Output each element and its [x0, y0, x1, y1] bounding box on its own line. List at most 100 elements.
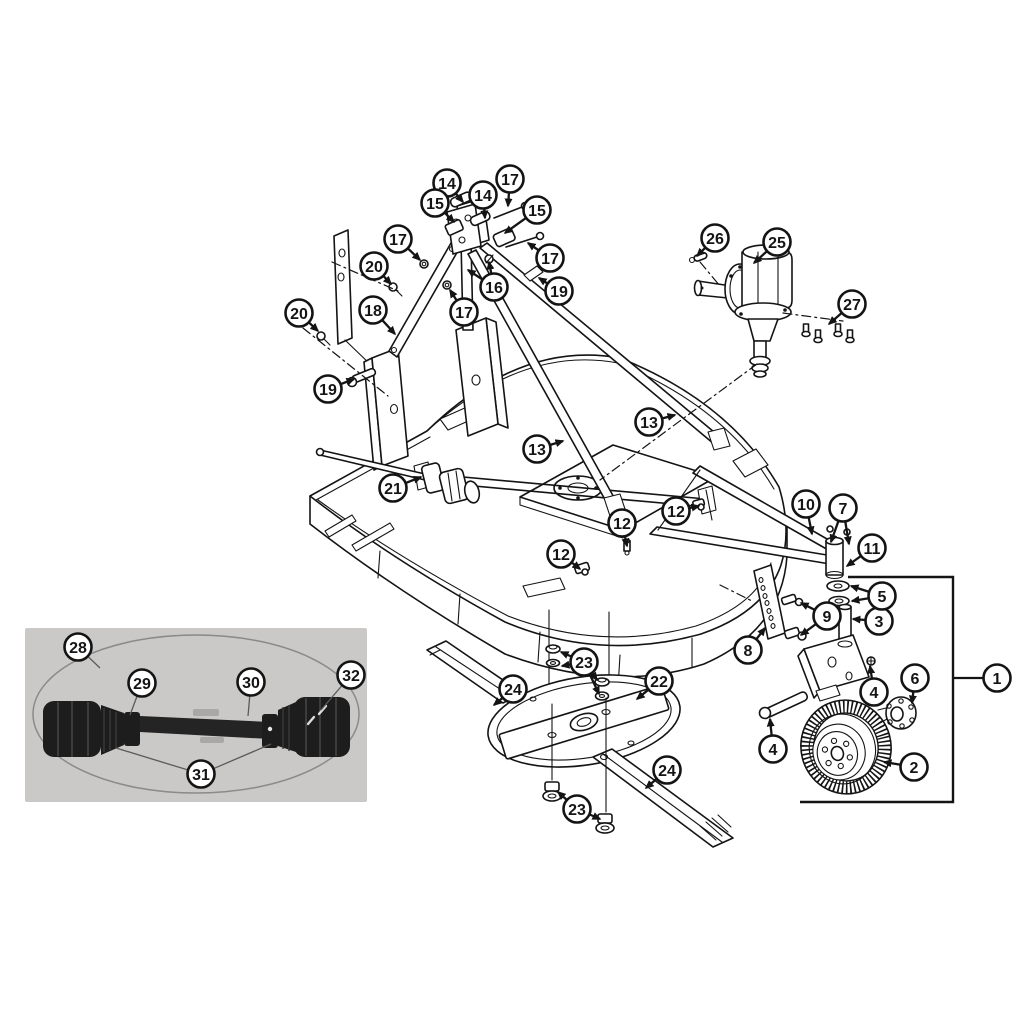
- callout-26-leader: [695, 246, 707, 258]
- callout-12: 12: [661, 496, 701, 526]
- callout-12-circle: [661, 496, 691, 526]
- callout-19: 19: [313, 374, 356, 404]
- callout-13-label: 13: [640, 415, 658, 432]
- callout-20: 20: [359, 251, 393, 286]
- callout-31-circle: [186, 759, 216, 789]
- callout-19-label: 19: [550, 284, 568, 301]
- callout-5: 5: [849, 581, 897, 611]
- callout-4: 4: [859, 664, 889, 707]
- callout-8-circle: [733, 635, 763, 665]
- callout-13-circle: [634, 407, 664, 437]
- callout-9-leader: [799, 601, 816, 611]
- callout-25: 25: [752, 227, 792, 265]
- callout-15-label: 15: [528, 203, 546, 220]
- callout-23-leader: [559, 650, 573, 659]
- gearbox: [599, 244, 855, 481]
- callout-20-leader: [308, 321, 320, 333]
- pto-shaft: [43, 697, 350, 757]
- callout-10-leader: [806, 517, 815, 536]
- callout-14-circle: [468, 180, 498, 210]
- callout-8: 8: [733, 626, 766, 665]
- callout-26-label: 26: [706, 231, 724, 248]
- callout-15-circle: [522, 195, 552, 225]
- callout-4-leader: [867, 664, 876, 679]
- callout-14-label: 14: [438, 176, 456, 193]
- tailwheel-assembly: [649, 465, 917, 795]
- callout-6-circle: [900, 663, 930, 693]
- callout-26-circle: [700, 223, 730, 253]
- callout-19-label: 19: [319, 382, 337, 399]
- callout-19-circle: [544, 276, 574, 306]
- callout-12-circle: [546, 539, 576, 569]
- callout-27-leader: [827, 311, 843, 325]
- callout-17: 17: [449, 288, 479, 327]
- callout-22-leader: [635, 688, 650, 700]
- callout-6-label: 6: [911, 671, 920, 688]
- callout-17-label: 17: [501, 172, 519, 189]
- callout-15: 15: [420, 188, 456, 224]
- callout-2-circle: [899, 752, 929, 782]
- callout-14: 14: [468, 180, 498, 220]
- driveline-photo: [25, 628, 367, 802]
- callout-5-circle: [867, 581, 897, 611]
- callout-25-label: 25: [768, 235, 786, 252]
- callout-31: 31: [115, 743, 272, 789]
- callout-17-label: 17: [389, 232, 407, 249]
- callout-23-label: 23: [568, 802, 586, 819]
- callout-32-leader: [320, 684, 343, 711]
- callout-22: 22: [635, 666, 674, 700]
- callout-5-leader: [850, 595, 869, 604]
- item-1-bracket: [800, 575, 955, 804]
- callout-29-circle: [127, 668, 157, 698]
- callout-24-circle: [498, 674, 528, 704]
- callout-12-label: 12: [667, 504, 685, 521]
- callout-6: 6: [900, 663, 930, 705]
- callout-18-label: 18: [364, 303, 382, 320]
- callout-17-circle: [449, 297, 479, 327]
- callout-23-circle: [569, 647, 599, 677]
- callout-17-circle: [383, 224, 413, 254]
- callout-9-label: 9: [823, 609, 832, 626]
- callout-12: 12: [607, 508, 637, 548]
- callout-3-label: 3: [875, 614, 884, 631]
- callout-4-label: 4: [769, 742, 778, 759]
- callout-29-leader: [129, 695, 138, 716]
- callout-17-leader: [449, 288, 458, 302]
- callout-28-leader: [87, 655, 101, 669]
- callout-23-leader: [588, 812, 602, 821]
- callout-23-circle: [562, 794, 592, 824]
- callout-24-label: 24: [658, 763, 676, 780]
- callout-4-circle: [758, 734, 788, 764]
- callout-5-leader: [849, 584, 870, 593]
- callout-27: 27: [827, 289, 867, 325]
- callout-10-circle: [791, 489, 821, 519]
- callout-23: 23: [559, 647, 601, 696]
- callout-28-circle: [63, 632, 93, 662]
- callout-15-leader: [503, 216, 527, 234]
- callout-12-leader: [621, 535, 630, 548]
- callout-23-label: 23: [575, 655, 593, 672]
- callout-20-label: 20: [290, 306, 308, 323]
- callout-17-label: 17: [455, 305, 473, 322]
- callout-12-circle: [607, 508, 637, 538]
- callout-15-label: 15: [426, 196, 444, 213]
- callout-30: 30: [236, 667, 266, 717]
- callout-27-label: 27: [843, 297, 861, 314]
- callout-7-label: 7: [839, 501, 848, 518]
- callout-16: 16: [466, 260, 509, 302]
- callout-22-circle: [644, 666, 674, 696]
- callout-3: 3: [851, 606, 894, 636]
- blade-assembly: [426, 609, 734, 848]
- callout-7-leader: [843, 521, 852, 546]
- callout-31-leader: [213, 743, 272, 770]
- callout-17-label: 17: [541, 251, 559, 268]
- callout-17: 17: [383, 224, 422, 262]
- callout-22-label: 22: [650, 674, 668, 691]
- callout-15-circle: [420, 188, 450, 218]
- callout-17-leader: [406, 247, 422, 262]
- callout-9-leader: [799, 623, 817, 636]
- callout-19: 19: [537, 276, 574, 306]
